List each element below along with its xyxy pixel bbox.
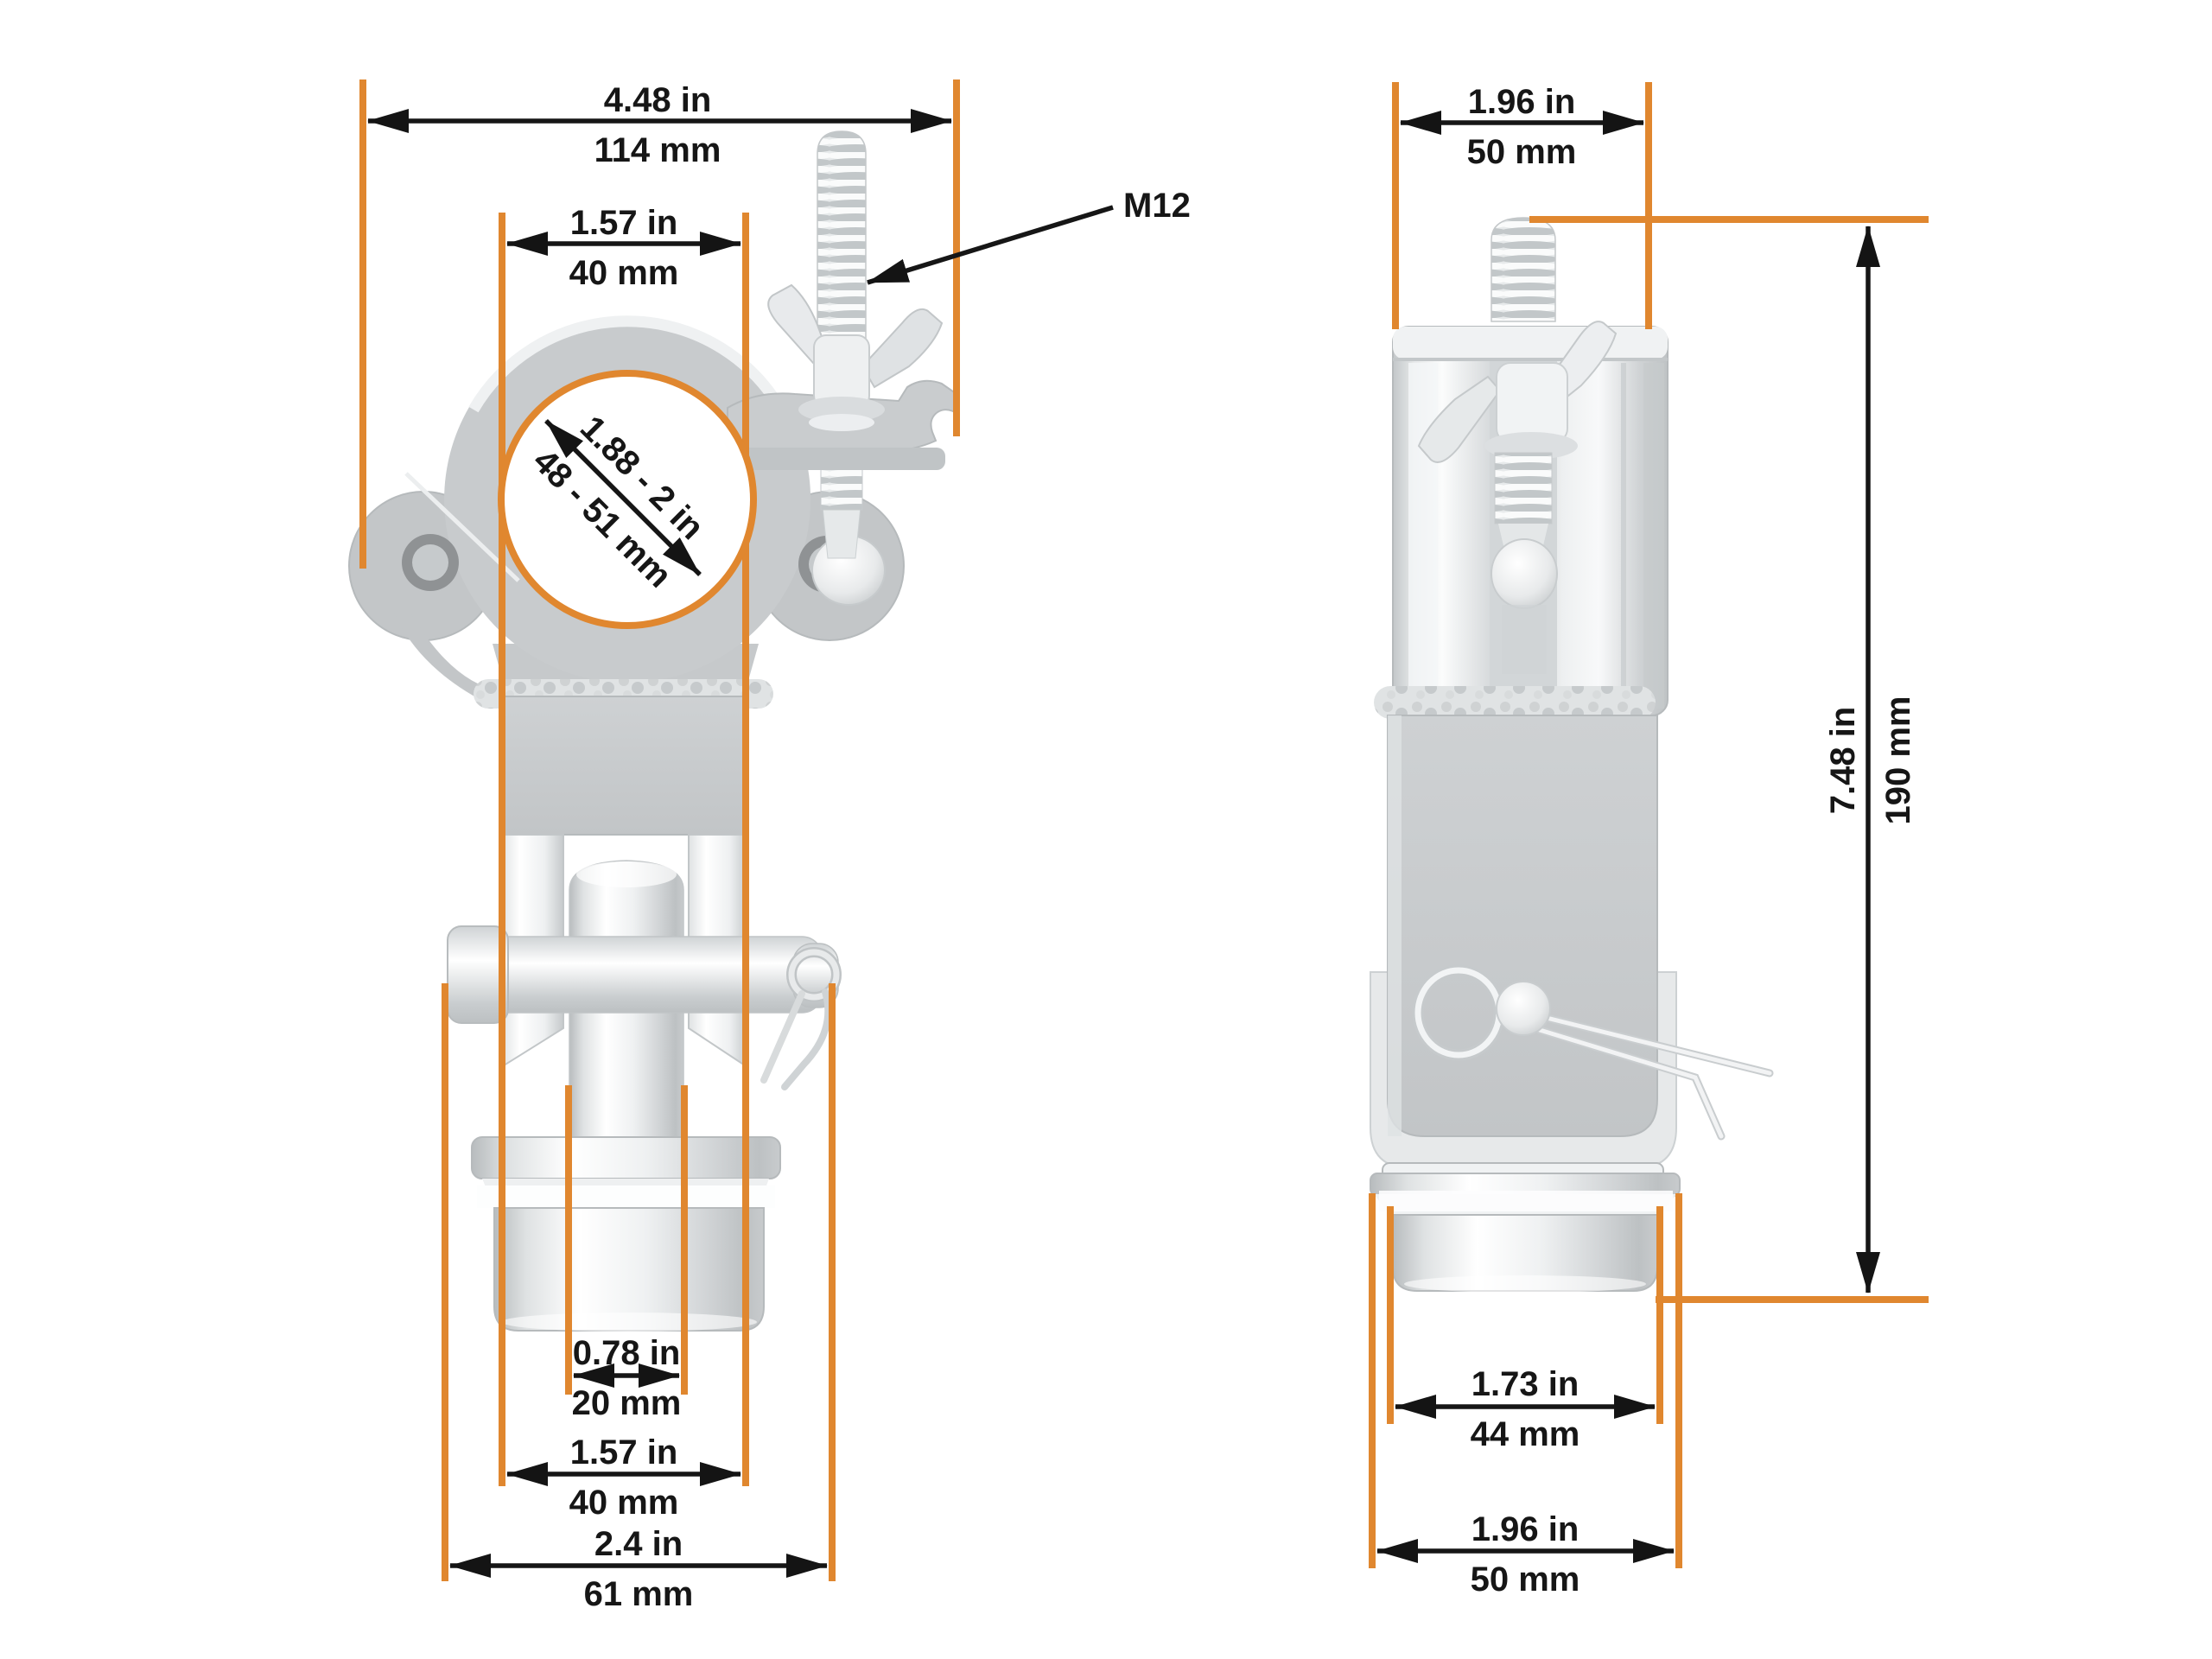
dim-label-mm: 40 mm (569, 1484, 679, 1522)
drop-plate (501, 696, 747, 836)
dim-tube-width-top: 1.57 in 40 mm (499, 204, 749, 1486)
front-view-dimensions: 4.48 in 114 mm 1.57 in 40 mm 1.88 - 2 in… (359, 79, 1191, 1613)
r-clip-front (760, 947, 842, 1090)
dim-pin-length: 2.4 in 61 mm (442, 983, 836, 1613)
pin-head (447, 925, 509, 1024)
side-plate-edge-highlight (1388, 715, 1402, 1136)
dim-overall-height: 7.48 in 190 mm (1529, 216, 1929, 1303)
diagonal-arrow-line (544, 419, 702, 576)
dim-overall-width: 4.48 in 114 mm (359, 79, 960, 569)
dim-label-mm: 190 mm (1879, 696, 1917, 825)
dim-label-in: 1.73 in (1471, 1365, 1580, 1403)
dim-label-mm: 114 mm (594, 131, 721, 169)
side-view-dimensions: 1.96 in 50 mm 7.48 in 190 mm 1.73 in 44 … (1369, 82, 1929, 1599)
dim-label-in: 1.96 in (1471, 1510, 1580, 1548)
wing-right (861, 308, 944, 389)
m12-callout: M12 (867, 187, 1191, 285)
dim-pipe-diameter: 1.88 - 2 in 48 - 51 mm (498, 370, 757, 629)
dim-label-mm: 50 mm (1471, 1560, 1580, 1599)
dim-fork-width: 1.57 in 40 mm (506, 1433, 741, 1522)
wing-bolt (767, 130, 944, 431)
dim-label-mm: 20 mm (572, 1384, 682, 1422)
side-weld-bead (1374, 686, 1656, 719)
dim-label-in: 1.57 in (570, 1433, 678, 1471)
side-threaded-rod (1491, 217, 1556, 322)
r-clip-side (1412, 964, 1774, 1141)
bolt-thread-label: M12 (1123, 187, 1191, 225)
spigot-bottom-cylinder (493, 1207, 765, 1332)
dim-label-in: 1.96 in (1468, 83, 1576, 121)
side-drop-plate (1387, 715, 1658, 1137)
dim-label-mm: 44 mm (1471, 1415, 1580, 1453)
dim-label-in: 0.78 in (573, 1334, 681, 1372)
dim-label-in: 1.57 in (570, 204, 678, 242)
side-view-illustration (1370, 217, 1774, 1293)
wing-nut-washer (809, 414, 874, 431)
spigot-flange (471, 1136, 781, 1211)
side-wing-left (1417, 375, 1502, 463)
side-lower-threads (1494, 452, 1553, 524)
dim-label-mm: 50 mm (1467, 133, 1577, 171)
dim-label-in: 4.48 in (604, 81, 712, 119)
bolt-lower-end (811, 466, 886, 606)
dim-label-in: 7.48 in (1824, 707, 1862, 815)
dim-spigot-diameter: 1.73 in 44 mm (1387, 1206, 1663, 1453)
side-pin-ball (1496, 981, 1551, 1036)
clevis-pin (447, 925, 839, 1024)
dim-label-mm: 61 mm (584, 1575, 694, 1613)
dim-spigot-shaft: 0.78 in 20 mm (565, 1085, 688, 1422)
side-bolt-tip (1491, 538, 1558, 609)
dim-flange-diameter: 1.96 in 50 mm (1369, 1193, 1682, 1599)
side-wing-bolt (1417, 217, 1618, 674)
dim-body-width-top: 1.96 in 50 mm (1392, 82, 1652, 329)
side-wing-nut-body (1496, 362, 1568, 443)
side-spigot (1370, 1162, 1681, 1293)
threaded-rod (817, 130, 867, 340)
dim-label-mm: 40 mm (569, 254, 679, 292)
callout-arrow (867, 205, 1114, 285)
front-view-illustration (348, 130, 960, 1332)
dim-label-in: 2.4 in (594, 1525, 683, 1563)
